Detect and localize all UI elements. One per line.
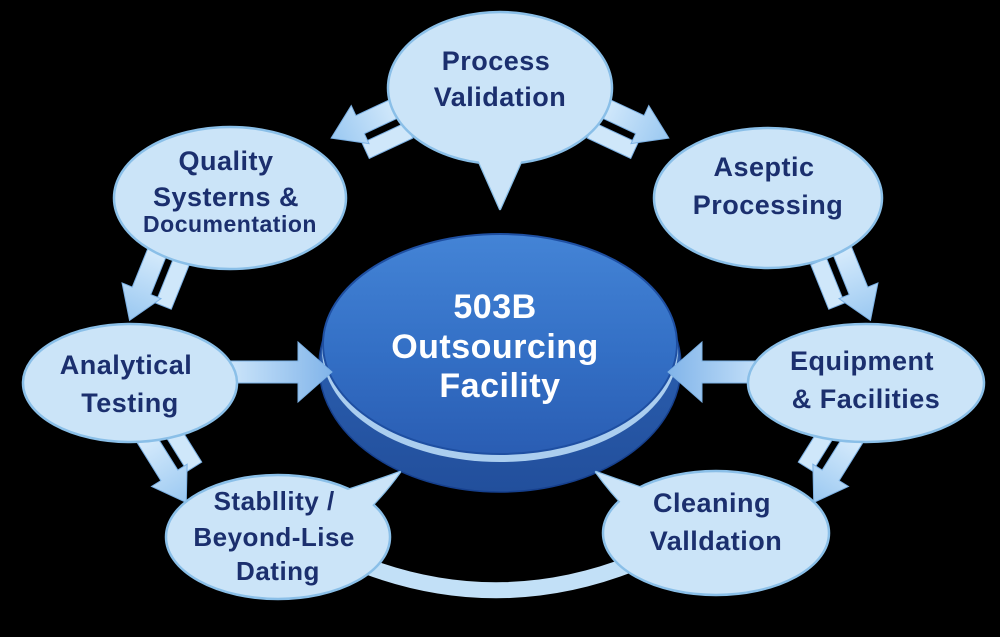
label-line: Aseptic	[713, 152, 814, 182]
bubble-stability-dating: Stabllity / Beyond-Lise Dating	[164, 470, 402, 601]
cleaning-validation-label: Cleaning Valldation	[650, 488, 783, 556]
arrow-head	[832, 245, 879, 322]
equipment-facilities-label: Equipment & Facilities	[790, 346, 942, 414]
bubble-analytical-testing: Analytical Testing	[21, 322, 239, 444]
label-line: Analytical	[60, 350, 193, 380]
arrow-head	[136, 432, 188, 504]
bubble-tail-join	[596, 472, 674, 526]
label-line: Systerns &	[153, 182, 299, 212]
label-line: Documentation	[143, 211, 317, 237]
arrow-head	[121, 245, 168, 322]
label-line: Processing	[693, 190, 844, 220]
bubble-tail-join	[464, 128, 536, 209]
label-line: Process	[442, 46, 551, 76]
bubble-aseptic-processing: Aseptic Processing	[652, 126, 884, 270]
process-validation-label: Process Validation	[434, 46, 567, 112]
label-line: Valldation	[650, 526, 783, 556]
bubble-equipment-facilities: Equipment & Facilities	[746, 322, 986, 444]
center-line-1: 503B	[453, 288, 536, 326]
arrow-analytical-to-center	[224, 340, 333, 404]
bubble-tail-join	[322, 472, 400, 526]
arrow-quality-to-analytical	[121, 245, 190, 322]
arrow-process-to-aseptic	[586, 96, 670, 160]
bubble-cleaning-validation: Cleaning Valldation	[594, 469, 831, 597]
analytical-testing-label: Analytical Testing	[60, 350, 201, 418]
bubble-ellipse	[112, 125, 348, 271]
bubble-ellipse	[21, 322, 239, 444]
aseptic-processing-label: Aseptic Processing	[693, 152, 844, 220]
center-line-2: Outsourcing	[391, 328, 599, 366]
stability-dating-label: Stabllity / Beyond-Lise Dating	[193, 486, 362, 586]
center-line-3: Facility	[439, 367, 560, 405]
disc-top-face	[322, 233, 678, 455]
arc-stability-to-cleaning	[363, 555, 637, 599]
label-line: Validation	[434, 82, 567, 112]
center-disc: 503B Outsourcing Facility	[318, 233, 682, 493]
quality-systems-label: Quality Systerns & Documentation	[143, 146, 317, 237]
bubble-ellipse	[652, 126, 884, 270]
bubble-quality-systems: Quality Systerns & Documentation	[112, 125, 348, 271]
label-line: Testing	[81, 388, 179, 418]
bubble-process-validation: Process Validation	[386, 10, 614, 211]
label-line: & Facilities	[792, 384, 941, 414]
label-line: Beyond-Lise	[193, 522, 355, 552]
label-line: Dating	[236, 556, 320, 586]
label-line: Equipment	[790, 346, 934, 376]
label-line: Stabllity /	[214, 486, 335, 516]
center-disc-label: 503B Outsourcing Facility	[391, 288, 609, 405]
bubble-ellipse	[746, 322, 986, 444]
label-line: Quality	[178, 146, 273, 176]
label-line: Cleaning	[653, 488, 771, 518]
